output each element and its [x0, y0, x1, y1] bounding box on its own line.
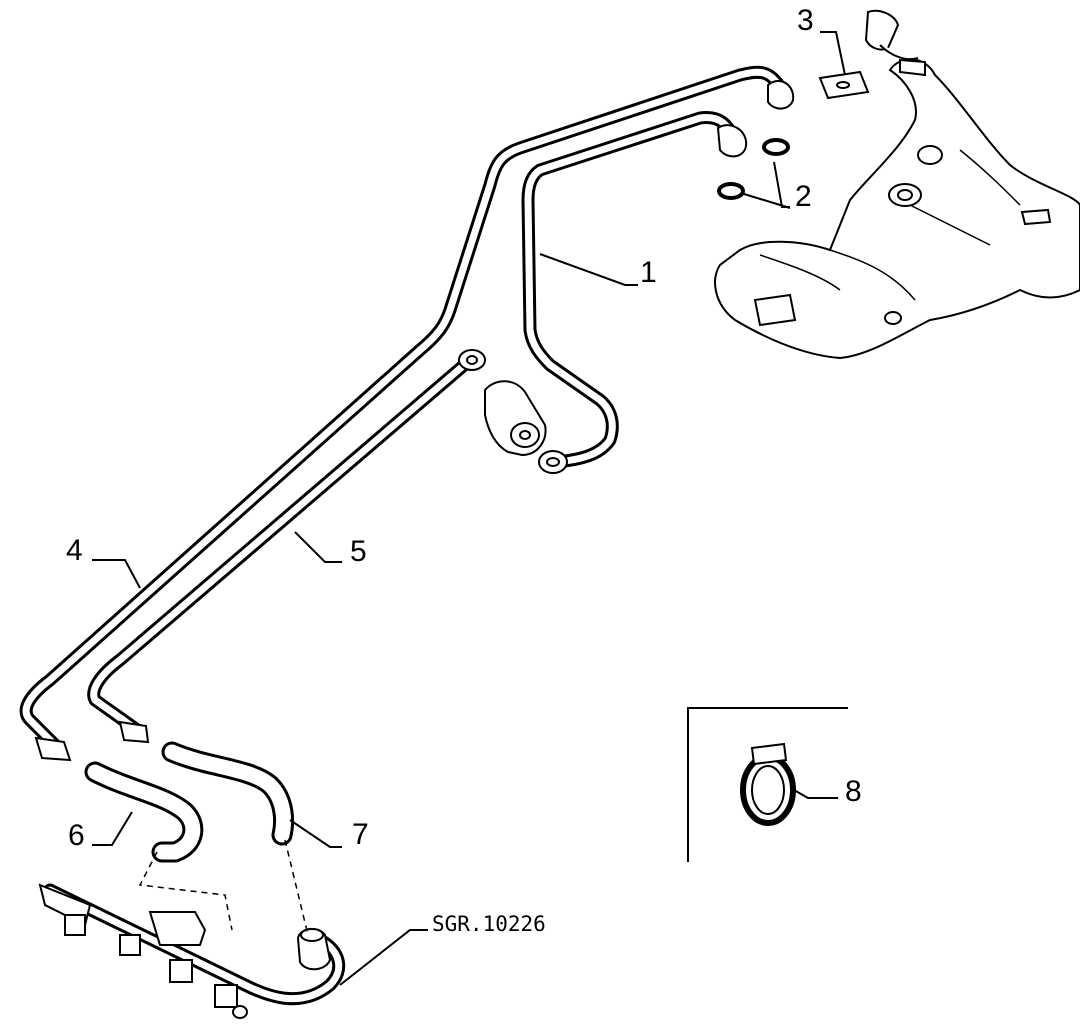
fuel-pipe-5: [87, 353, 477, 739]
pipe-end-fittings: [34, 80, 795, 762]
assembly-line-hose-6: [138, 851, 233, 931]
hose-6: [84, 761, 204, 863]
assembly-line-hose-7: [284, 839, 309, 936]
leader-lines: [92, 31, 846, 986]
fuel-rail: [38, 883, 346, 1019]
callout-2: 2: [795, 180, 812, 213]
callout-4: 4: [66, 534, 83, 567]
o-ring-lower: [717, 182, 745, 200]
clamp-inset: [687, 707, 848, 862]
callout-5: 5: [350, 535, 367, 568]
drawing-code: SGR.10226: [432, 912, 546, 936]
callout-3: 3: [797, 4, 814, 37]
callout-7: 7: [352, 818, 369, 851]
hose-7: [161, 741, 294, 846]
callout-6: 6: [68, 819, 85, 852]
fuel-filter: [484, 380, 547, 457]
fuel-pipe-4: [19, 65, 789, 755]
fuel-pipe-1: [521, 110, 742, 469]
callout-8: 8: [845, 775, 862, 808]
callout-1: 1: [640, 256, 657, 289]
tank-assembly: [714, 9, 1080, 360]
o-ring-upper: [762, 138, 790, 156]
